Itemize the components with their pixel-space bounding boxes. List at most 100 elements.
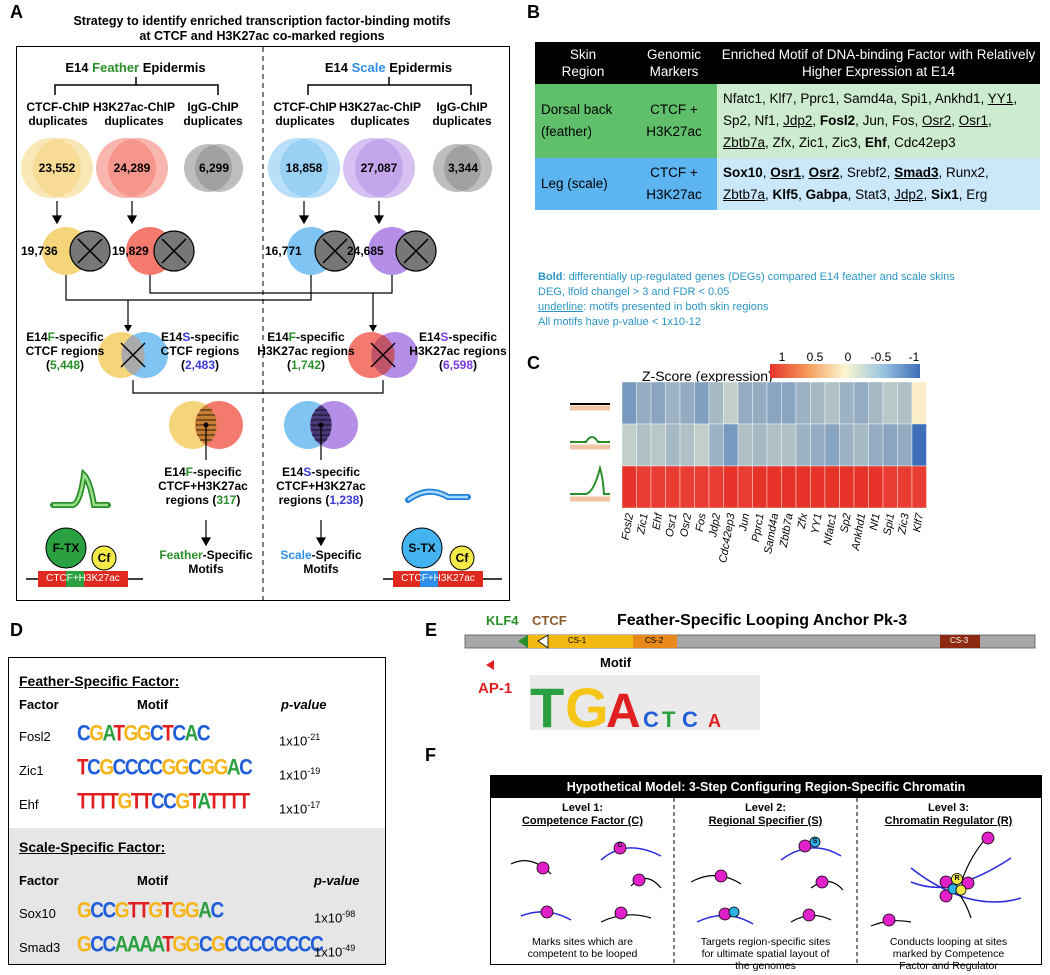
heatmap-cell [665, 465, 681, 509]
markers-cell: CTCF + H3K27ac [631, 158, 717, 210]
pvalue-base: 1x10 [279, 733, 308, 749]
description-line: Marks sites which are [532, 936, 633, 948]
motif-letter: T [140, 790, 153, 815]
motif-gene: Sp2 [723, 113, 748, 128]
motif-gene: Fosl2 [819, 113, 856, 128]
motif-letter: G [114, 899, 130, 924]
heatmap-cell [882, 465, 898, 509]
motif-letter: G [184, 899, 200, 924]
label-line: CTCF-ChIP [273, 100, 337, 114]
heatmap-column-label: Zic1 [635, 512, 651, 536]
motif-letter: A [226, 756, 241, 781]
heatmap-column-label: Zic3 [896, 512, 912, 536]
label-line: -specific [311, 465, 361, 479]
motif-letter: A [139, 933, 153, 958]
label-line: duplicates [432, 114, 492, 128]
label-line: 1,742 [290, 358, 322, 372]
motif-letter: C [188, 756, 202, 781]
logo-g: G [565, 676, 609, 739]
motif-letter: T [107, 790, 119, 815]
motif-factor-name: Zic1 [19, 763, 44, 778]
heatmap-cell [621, 381, 637, 425]
label-line: E14 [267, 330, 289, 344]
heatmap-cell [911, 465, 927, 509]
motif-gene: Pprc1 [800, 91, 836, 106]
colorbar-tick-label: -0.5 [871, 350, 892, 364]
description-line: Conducts looping at sites [889, 936, 1008, 948]
heatmap-cell [650, 465, 666, 509]
motif-factor-name: Sox10 [19, 906, 56, 921]
region-cell: Leg (scale) [535, 158, 631, 210]
spec-f-h3k-label: E14F-specific H3K27ac regions (1,742) [251, 330, 361, 372]
heatmap-cell [795, 465, 811, 509]
motif-gene: Six1 [930, 187, 959, 202]
panel-a: Strategy to identify enriched transcript… [8, 5, 516, 605]
heatmap-cell [853, 465, 869, 509]
label-line: E14 [164, 465, 186, 479]
connector-lines-2 [132, 380, 384, 394]
heatmap-cell [679, 381, 695, 425]
motif-letter: G [171, 899, 187, 924]
legend-deg-text: DEG, lfold changel > 3 and FDR < 0.05 [538, 286, 730, 298]
level-heading: Level 3:Chromatin Regulator (R) [857, 802, 1040, 828]
level-name: Competence Factor (C) [521, 815, 644, 827]
heatmap-cell [650, 381, 666, 425]
motif-letter: C [239, 756, 253, 781]
legend-p-text: All motifs have p-value < 1x10-12 [538, 316, 701, 328]
col-pvalue-1: p-value [281, 697, 327, 712]
heatmap-cell [621, 465, 637, 509]
motif-letter: G [77, 899, 92, 924]
motif-letter: T [162, 722, 174, 747]
motif-gene: Stat3 [855, 187, 887, 202]
level-heading: Level 2:Regional Specifier (S) [674, 802, 857, 828]
motif-letter: C [87, 756, 101, 781]
heatmap-column-label: Fos [694, 512, 709, 533]
motif-logo: TTTTGTTCCGTATTTT [77, 790, 250, 815]
panel-f-graphic [510, 798, 1022, 964]
heatmap-cell [839, 381, 855, 425]
label-line: H3K27ac-ChIP [92, 100, 176, 114]
label-line: S [182, 330, 191, 344]
scale-motifs-label: Scale-Specific Motifs [271, 548, 371, 576]
heatmap-cell [665, 381, 681, 425]
heatmap-cell [795, 381, 811, 425]
panel-label-c: C [527, 353, 540, 373]
motif-letter: C [102, 933, 117, 958]
level-number: Level 1: [562, 802, 603, 814]
heatmap-cell [781, 465, 797, 509]
heatmap-cell [752, 465, 768, 509]
heatmap-cell [737, 423, 753, 467]
motif-letter: T [162, 933, 174, 958]
motif-letter: A [151, 933, 163, 958]
heatmap-cell [882, 381, 898, 425]
label-line: E14 [26, 330, 48, 344]
motif-letter: C [149, 756, 163, 781]
motif-letter: C [224, 933, 238, 958]
subtract-feather-h3k [126, 227, 195, 275]
heatmap-cell [636, 465, 652, 509]
legend-underline-label: underline [538, 301, 584, 313]
tag-s: S [812, 838, 818, 845]
pvalue-base: 1x10 [314, 944, 343, 960]
heatmap-cell [868, 423, 884, 467]
scale-header-word: Scale [351, 60, 386, 75]
motif-gene: Zic1 [798, 135, 825, 150]
motif-factor-name: Fosl2 [19, 729, 51, 744]
motif-letter: A [114, 933, 129, 958]
motifs-cell: Nfatc1, Klf7, Pprc1, Samd4a, Spi1, Ankhd… [717, 84, 1040, 158]
heatmap-cell [752, 423, 768, 467]
level2-chromatin [690, 836, 844, 925]
heatmap-cell [723, 423, 739, 467]
heatmap-cell [824, 465, 840, 509]
motif-letter: G [77, 933, 92, 958]
heatmap-cell [708, 381, 724, 425]
label-line: F [288, 330, 296, 344]
label-line: Scale [280, 548, 312, 562]
heatmap-cell [766, 465, 782, 509]
label-line: -specific [296, 330, 345, 344]
label-line: duplicates [275, 114, 335, 128]
ctcf-h3k-box-f: CTCF+H3K27ac [46, 573, 120, 584]
motif-pvalue: 1x10-17 [279, 798, 320, 816]
motif-logo: TCGCCCCGGCGGAC [77, 756, 253, 781]
